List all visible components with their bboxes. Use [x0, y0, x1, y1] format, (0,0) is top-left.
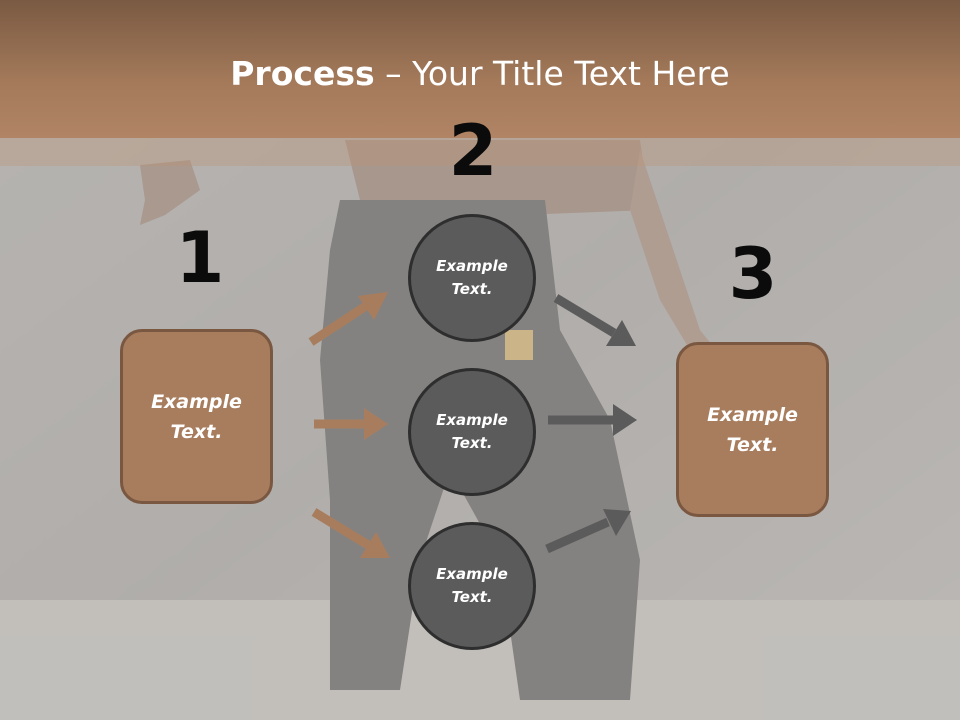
arrow-right-up [553, 294, 636, 346]
arrow-left-up [308, 292, 388, 346]
process-circle-bottom: Example Text. [408, 522, 536, 650]
arrow-right-down [545, 509, 631, 554]
header-strip [0, 138, 960, 166]
step-number-1: 1 [175, 217, 225, 299]
header-band [0, 0, 960, 138]
slide-title: Process – Your Title Text Here [0, 52, 960, 96]
arrow-left-middle [314, 408, 388, 440]
step-number-3: 3 [728, 233, 778, 315]
title-rest: – Your Title Text Here [374, 54, 730, 93]
arrow-left-down [311, 508, 390, 558]
process-circle-top: Example Text. [408, 214, 536, 342]
input-box: Example Text. [120, 329, 273, 504]
title-bold: Process [230, 54, 375, 93]
step-number-2: 2 [448, 110, 498, 192]
process-circle-middle: Example Text. [408, 368, 536, 496]
arrow-right-middle [548, 404, 637, 436]
output-box: Example Text. [676, 342, 829, 517]
